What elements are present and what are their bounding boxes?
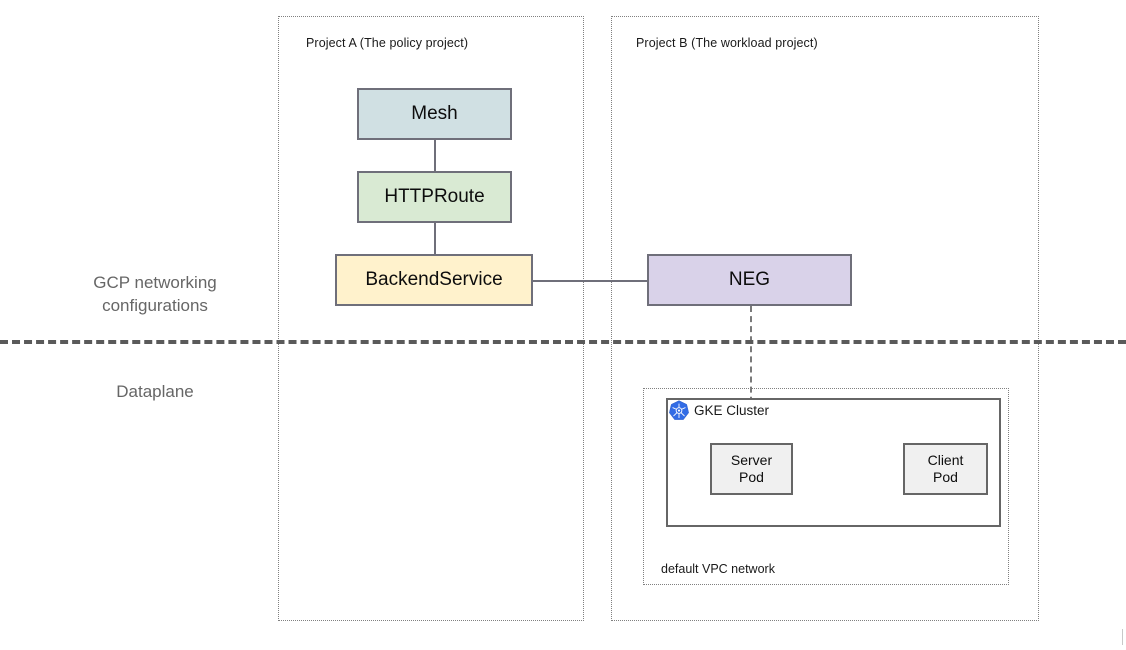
project-b-container xyxy=(611,16,1039,621)
node-neg-label: NEG xyxy=(728,268,771,290)
side-label-dataplane-line1: Dataplane xyxy=(116,382,194,401)
kubernetes-icon xyxy=(668,400,690,422)
node-mesh[interactable]: Mesh xyxy=(357,88,512,140)
node-backendservice[interactable]: BackendService xyxy=(335,254,533,306)
node-server-pod-label-line1: Server xyxy=(730,452,773,469)
connector-httproute-backendservice xyxy=(434,222,436,254)
node-mesh-label: Mesh xyxy=(411,102,458,124)
layer-divider xyxy=(0,340,1126,344)
node-httproute[interactable]: HTTPRoute xyxy=(357,171,512,223)
connector-neg-serverpod xyxy=(750,306,752,443)
side-label-dataplane: Dataplane xyxy=(55,381,255,404)
node-server-pod-label-line2: Pod xyxy=(739,469,764,485)
connector-mesh-httproute xyxy=(434,139,436,173)
node-client-pod[interactable]: Client Pod xyxy=(903,443,988,495)
node-httproute-label: HTTPRoute xyxy=(384,185,485,207)
node-server-pod[interactable]: Server Pod xyxy=(710,443,793,495)
side-label-gcp-networking-line2: configurations xyxy=(102,295,208,315)
corner-tick-mark xyxy=(1122,629,1123,645)
gke-cluster-label: GKE Cluster xyxy=(694,403,770,418)
vpc-network-label: default VPC network xyxy=(661,562,775,576)
project-b-label: Project B (The workload project) xyxy=(636,36,818,50)
node-backendservice-label: BackendService xyxy=(365,268,503,290)
project-a-label: Project A (The policy project) xyxy=(306,36,469,50)
vpc-network-container xyxy=(643,388,1009,585)
node-client-pod-label-line1: Client xyxy=(927,452,964,469)
side-label-gcp-networking-line1: GCP networking xyxy=(93,273,217,292)
node-client-pod-label-line2: Pod xyxy=(933,469,958,485)
connector-backendservice-neg xyxy=(531,280,648,282)
project-a-container xyxy=(278,16,584,621)
side-label-gcp-networking: GCP networking configurations xyxy=(55,272,255,318)
node-neg[interactable]: NEG xyxy=(647,254,852,306)
